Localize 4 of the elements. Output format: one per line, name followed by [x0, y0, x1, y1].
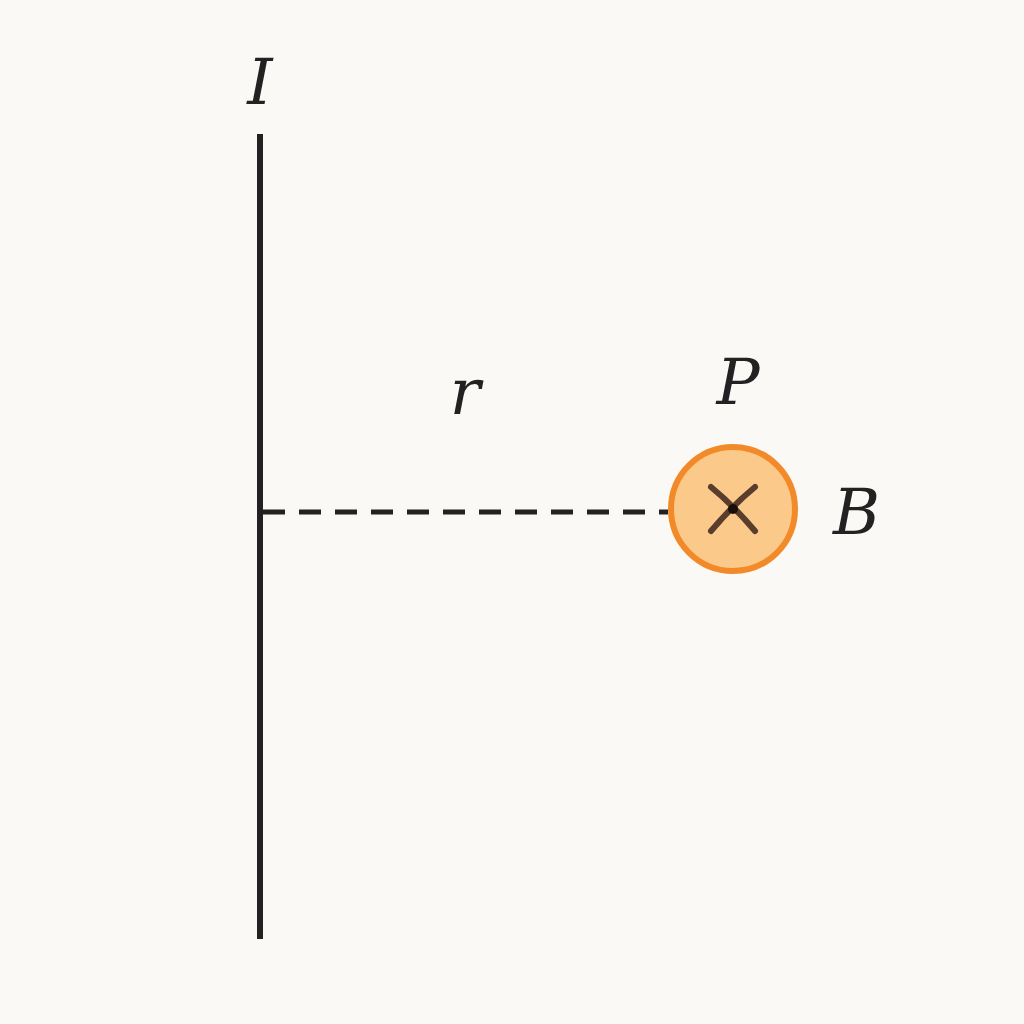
current-label: I: [247, 50, 273, 114]
dashed-line: [263, 509, 668, 515]
field-label: B: [833, 480, 881, 544]
point-label: P: [716, 350, 760, 414]
